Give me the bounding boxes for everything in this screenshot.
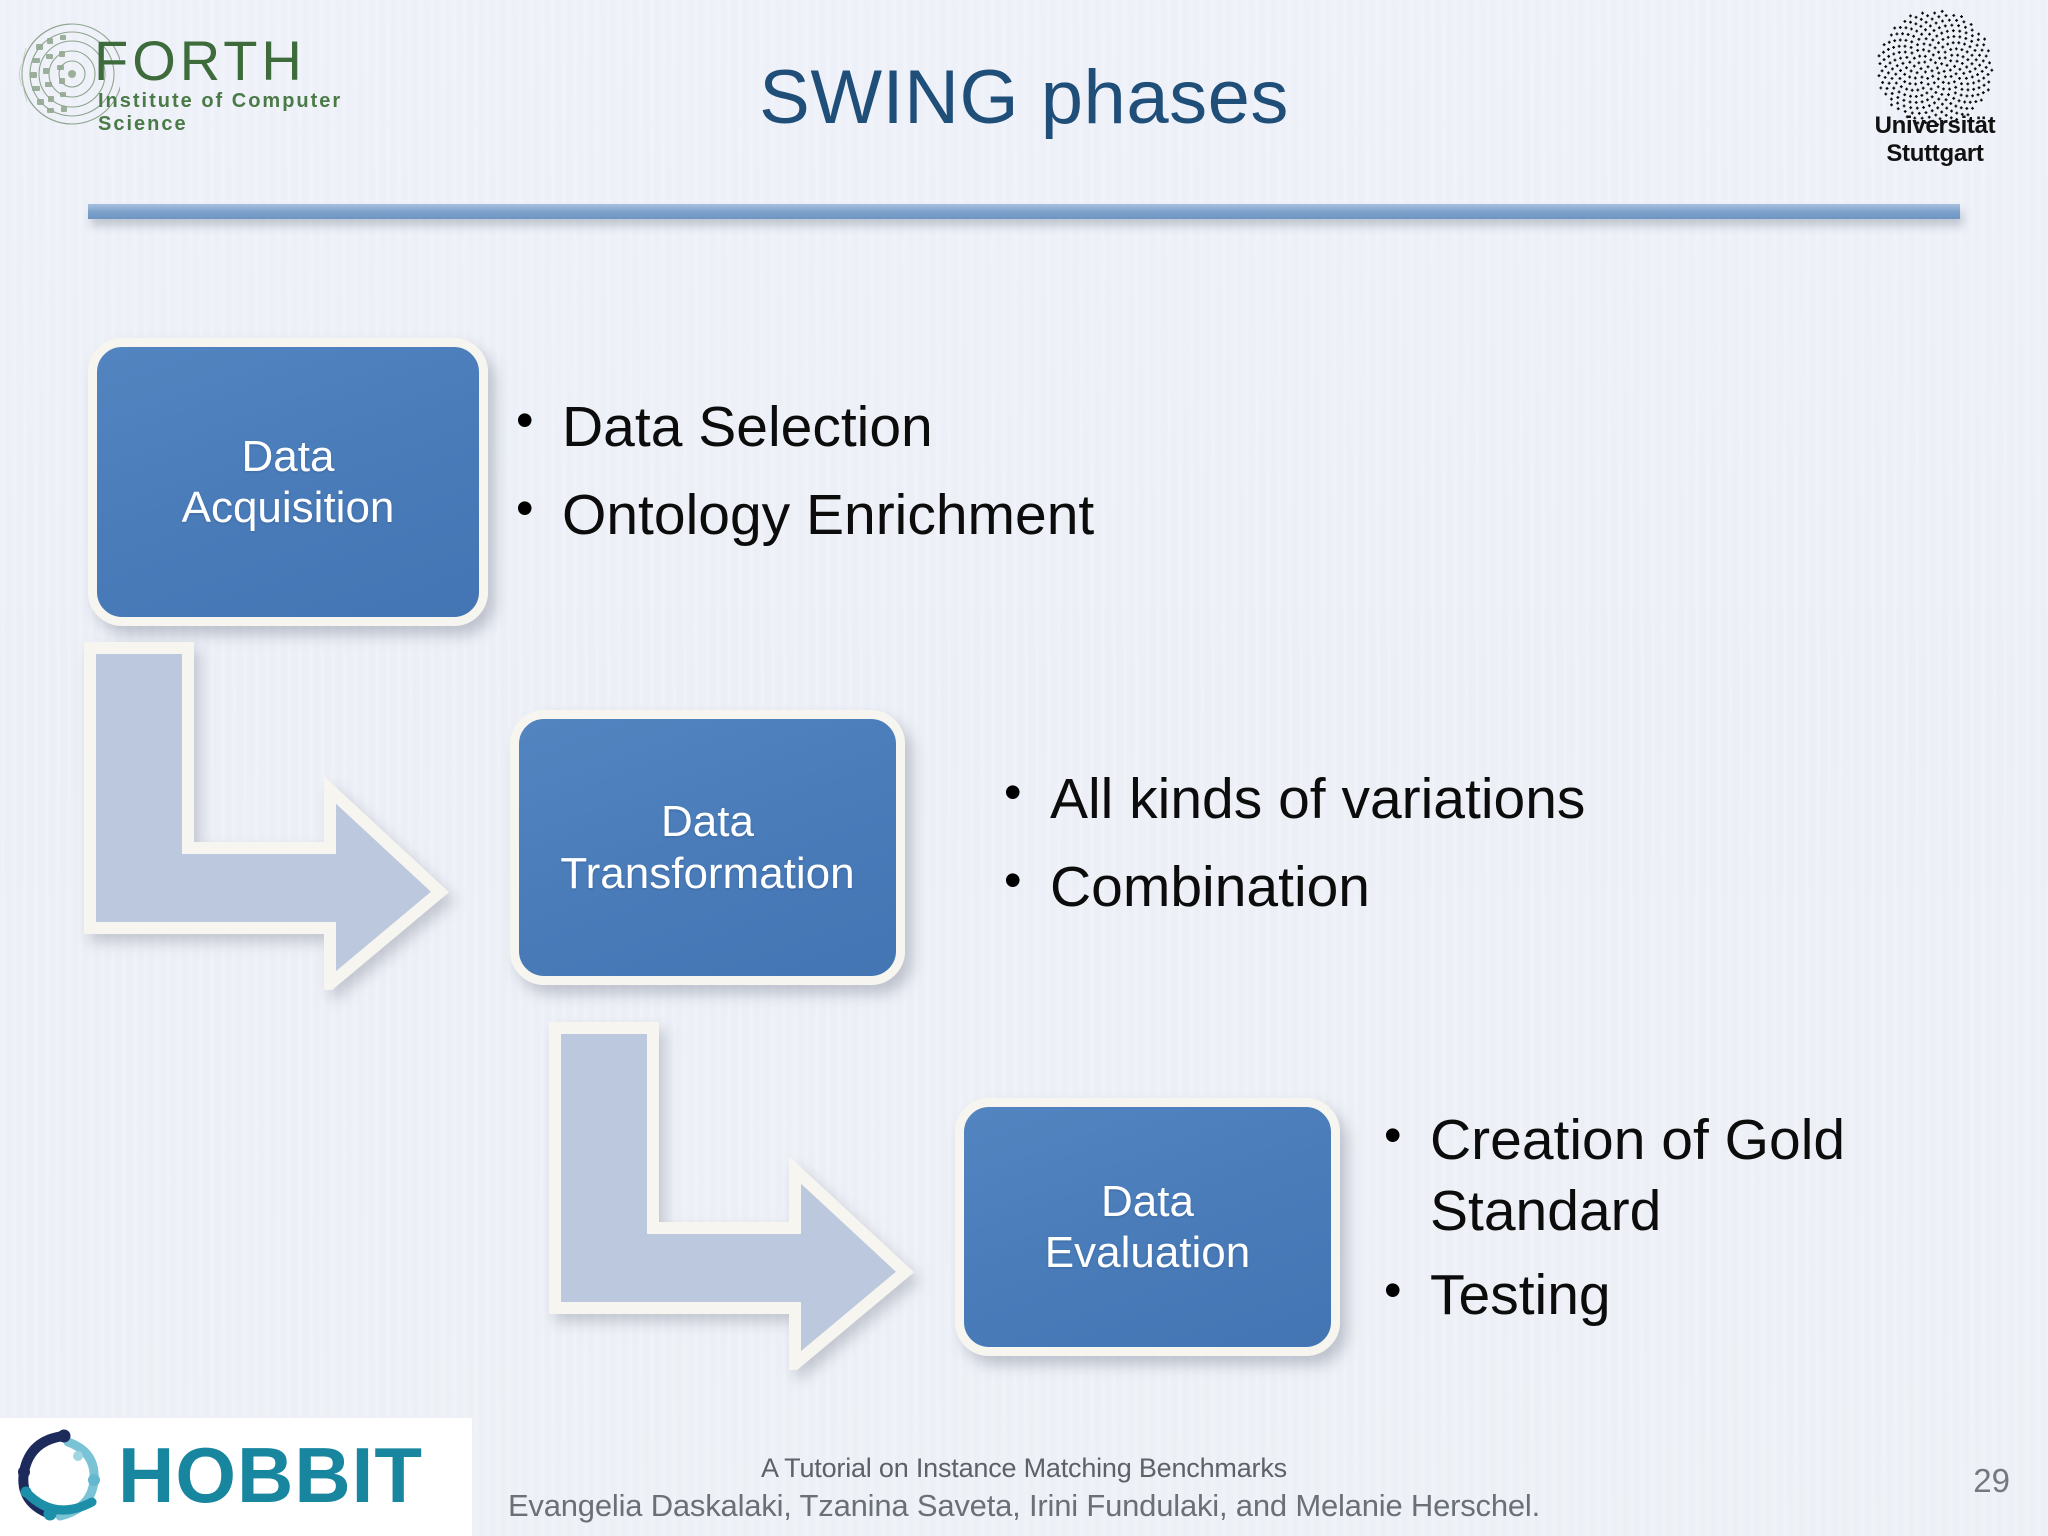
phase-box-acquisition[interactable]: Data Acquisition (88, 338, 488, 626)
arrow-transformation-to-evaluation (549, 1022, 915, 1370)
list-item: Creation of Gold Standard (1380, 1103, 1940, 1246)
phase-box-evaluation[interactable]: Data Evaluation (955, 1098, 1340, 1356)
phase-label-acquisition: Data Acquisition (181, 431, 395, 532)
phase-label-evaluation: Data Evaluation (1044, 1176, 1251, 1277)
stuttgart-wordmark: Universität Stuttgart (1874, 112, 1996, 167)
page-title: SWING phases (759, 55, 1289, 140)
list-item: All kinds of variations (1000, 760, 1760, 836)
bullet-list-transformation: All kinds of variations Combination (1000, 760, 1760, 938)
page-number: 29 (1973, 1462, 2010, 1499)
hobbit-wordmark: HOBBIT (118, 1431, 423, 1519)
stuttgart-dot-spiral-icon (1877, 9, 1994, 127)
forth-wordmark: FORTH (94, 29, 306, 92)
hobbit-logo: HOBBIT (0, 1418, 472, 1536)
phaistos-disc-icon (19, 23, 120, 125)
bullet-list-acquisition: Data Selection Ontology Enrichment (512, 388, 1392, 566)
forth-logo: FORTH Institute of Computer Science (16, 14, 436, 135)
stuttgart-logo: Universität Stuttgart (1830, 4, 2040, 174)
list-item: Data Selection (512, 388, 1392, 464)
footer-authors: Evangelia Daskalaki, Tzanina Saveta, Iri… (507, 1488, 1541, 1523)
footer: A Tutorial on Instance Matching Benchmar… (0, 1453, 2048, 1524)
phase-box-transformation[interactable]: Data Transformation (510, 710, 905, 985)
footer-tutorial-title: A Tutorial on Instance Matching Benchmar… (761, 1453, 1287, 1483)
list-item: Testing (1380, 1258, 1940, 1331)
arrow-acquisition-to-transformation (84, 642, 450, 990)
title-divider (88, 204, 1960, 219)
forth-subtitle: Institute of Computer Science (98, 90, 343, 135)
bullet-list-evaluation: Creation of Gold Standard Testing (1380, 1103, 1940, 1345)
hobbit-swirl-icon (18, 1429, 100, 1521)
phase-label-transformation: Data Transformation (560, 797, 855, 898)
list-item: Combination (1000, 848, 1760, 924)
list-item: Ontology Enrichment (512, 476, 1392, 552)
